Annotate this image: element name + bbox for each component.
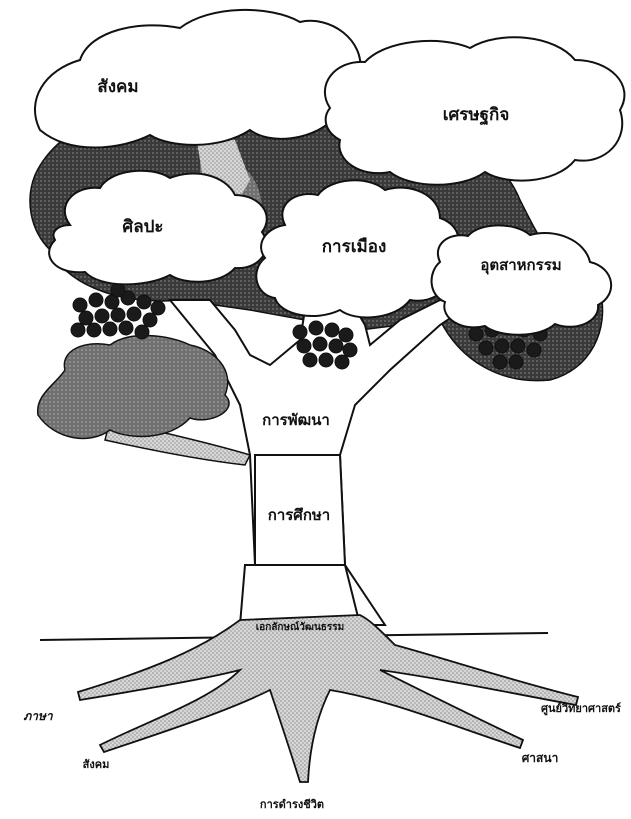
tree-roots: [78, 615, 578, 782]
label-development: การพัฒนา: [262, 411, 330, 429]
label-religion: ศาสนา: [522, 751, 559, 765]
label-society: สังคม: [97, 77, 138, 97]
label-art: ศิลปะ: [122, 217, 163, 237]
cloud-society: [35, 10, 364, 148]
label-economy: เศรษฐกิจ: [443, 105, 510, 126]
left-bush: [38, 336, 229, 439]
label-politics: การเมือง: [322, 236, 387, 257]
label-culture: เอกลักษณ์วัฒนธรรม: [256, 621, 344, 633]
label-science-center: ศูนย์วิทยาศาสตร์: [541, 702, 621, 716]
label-education: การศึกษา: [268, 506, 330, 524]
label-way-of-life: การดำรงชีวิต: [260, 798, 324, 811]
label-language: ภาษา: [23, 709, 54, 723]
label-root-society: สังคม: [83, 758, 110, 771]
cloud-industry: [432, 225, 612, 334]
label-industry: อุตสาหกรรม: [480, 256, 561, 275]
